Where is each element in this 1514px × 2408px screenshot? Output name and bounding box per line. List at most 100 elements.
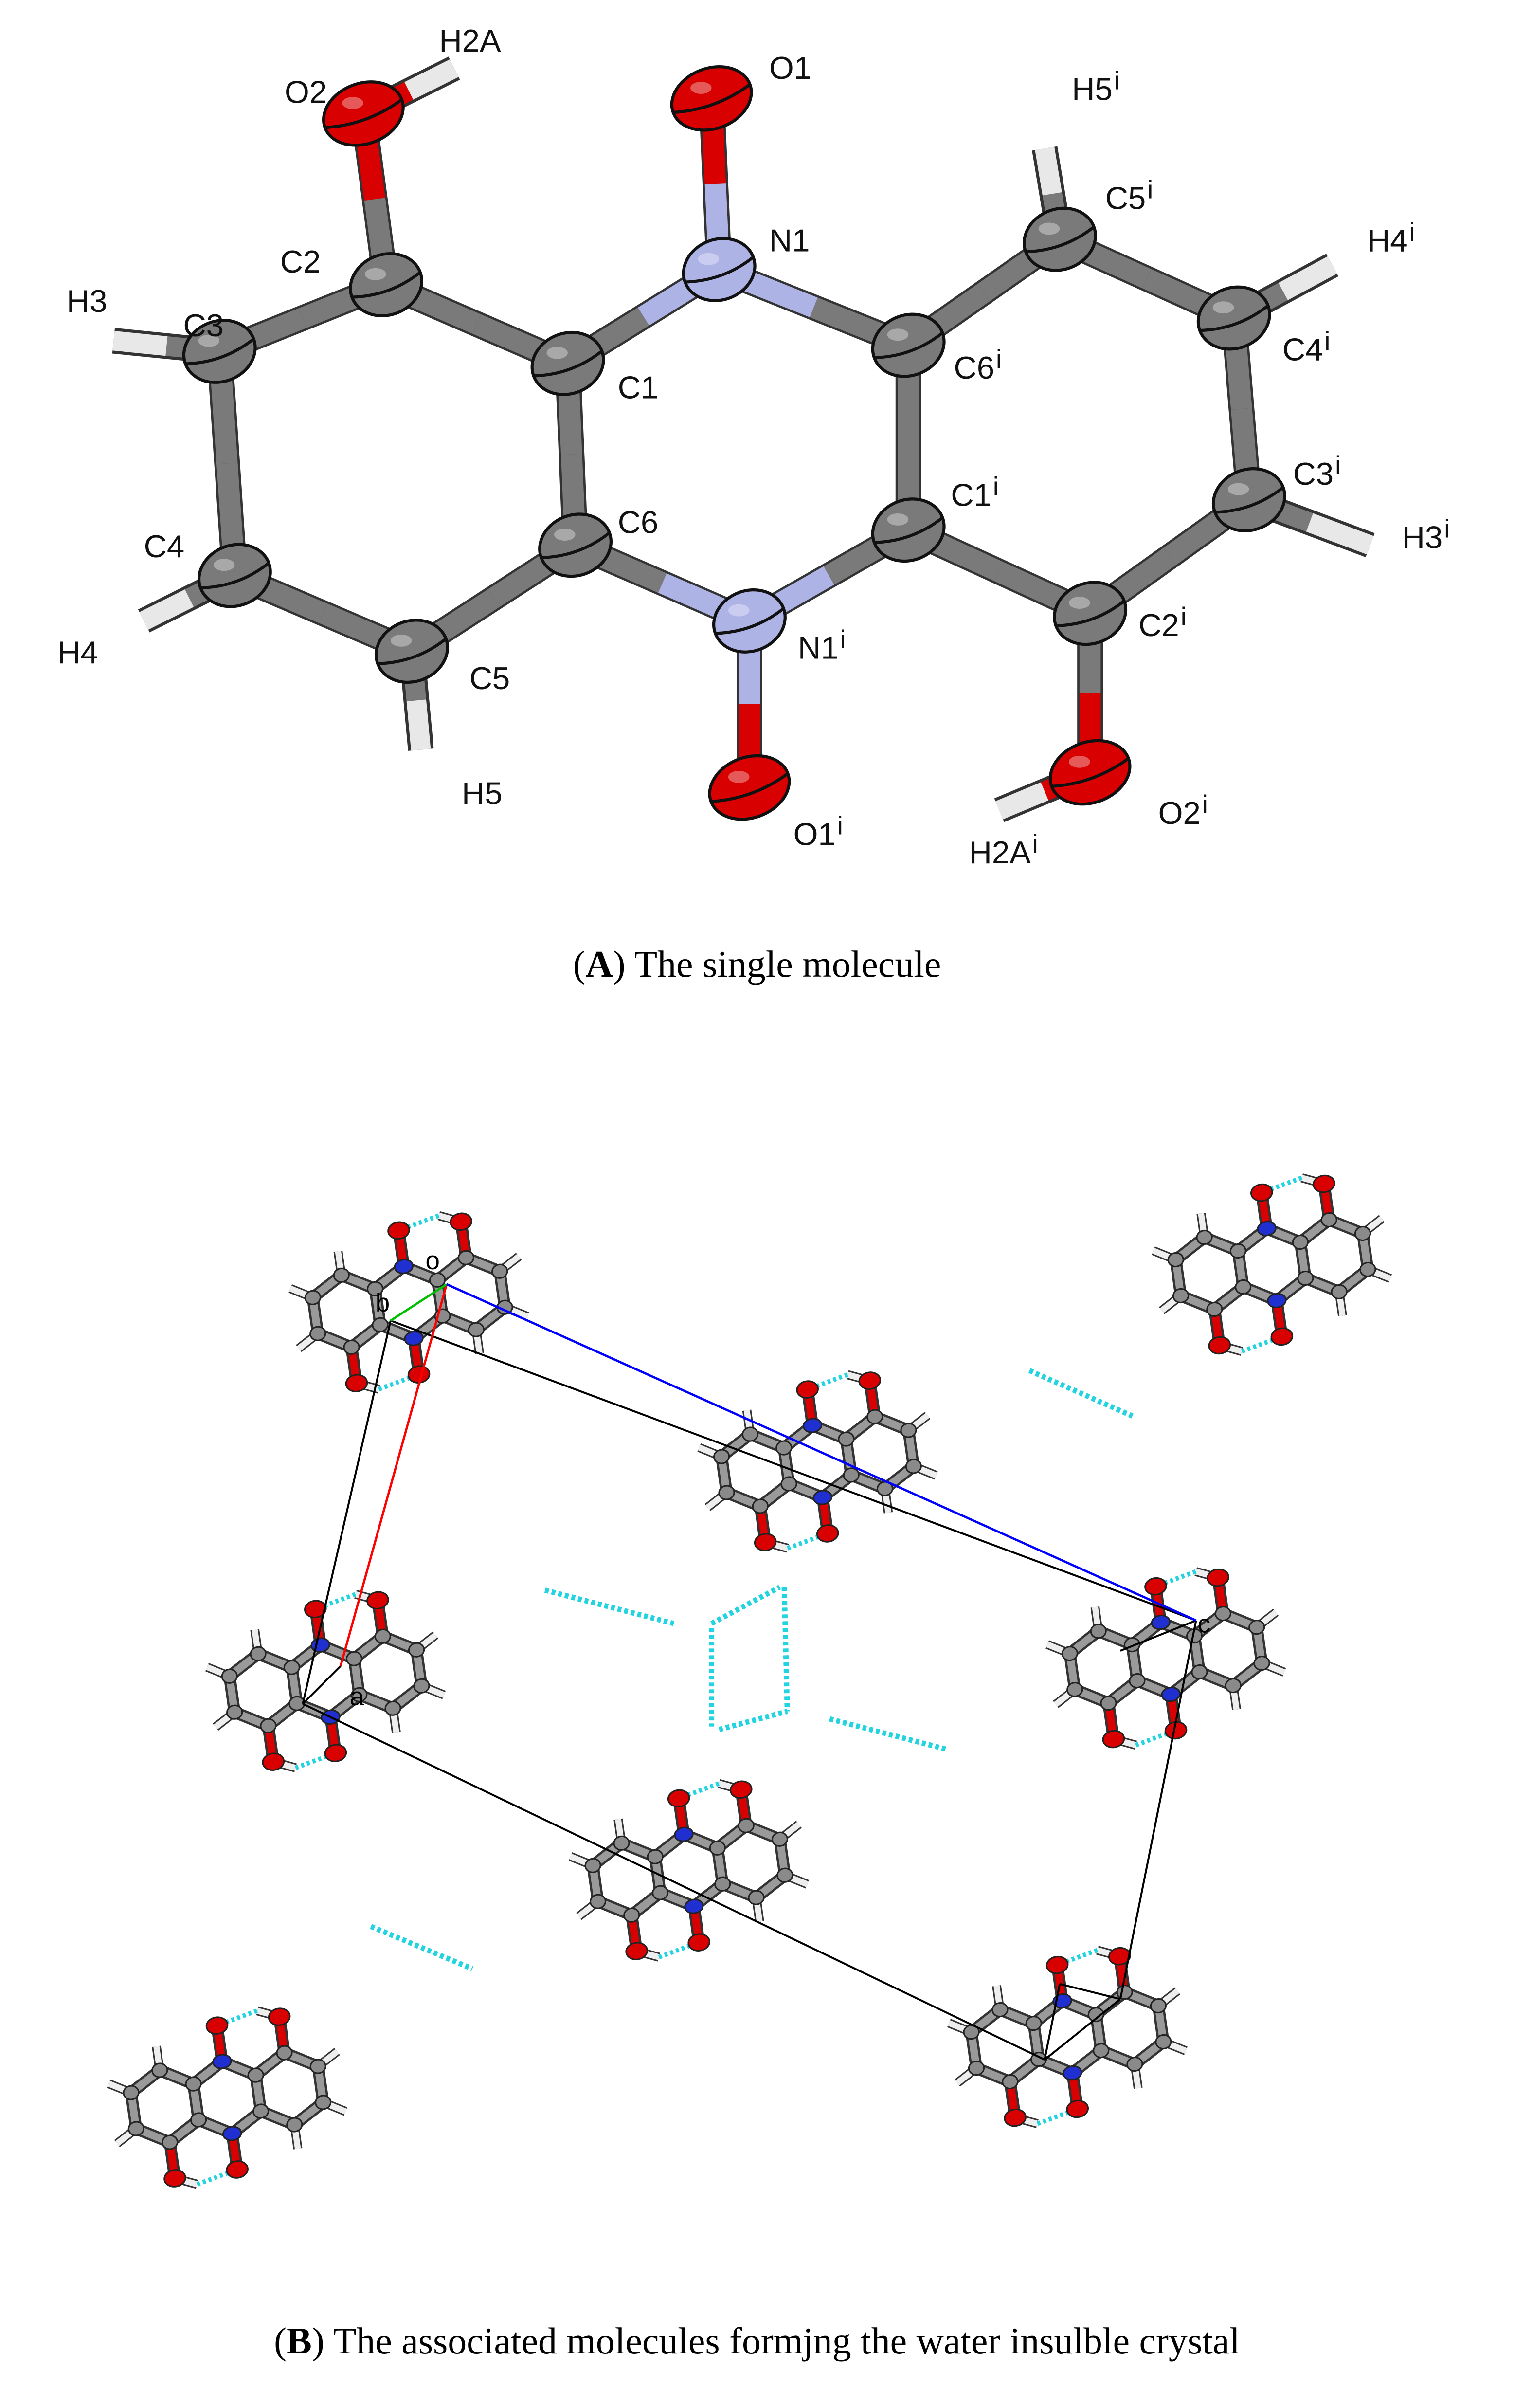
atom-label-H2A: H2A <box>439 23 501 58</box>
atom-highlight <box>554 529 576 541</box>
carbon-atom <box>1297 1270 1314 1286</box>
carbon-atom <box>1100 1695 1117 1711</box>
caption-b: (B) The associated molecules formjng the… <box>274 2320 1240 2362</box>
nitrogen-atom <box>222 2126 242 2141</box>
atom-label-C6: C6 <box>618 504 659 540</box>
ellipsoid-equator <box>541 531 611 559</box>
atom-label-C2: C2 <box>280 244 321 279</box>
crystal-molecule-0 <box>288 1211 529 1394</box>
oxygen-atom <box>366 1591 389 1610</box>
carbon-atom <box>838 1431 855 1447</box>
bond-half <box>406 699 431 751</box>
carbon-atom <box>1229 1243 1246 1259</box>
atom-C1i <box>871 497 946 563</box>
hydrogen-bond <box>1241 1334 1283 1354</box>
carbon-atom <box>709 1840 726 1856</box>
carbon-atom <box>333 1267 350 1283</box>
atom-highlight <box>1227 483 1249 495</box>
oxygen-atom <box>667 1789 690 1808</box>
atom-label-base: H4 <box>1367 223 1408 258</box>
ellipsoid-equator <box>1051 757 1130 788</box>
oxygen-atom <box>324 1744 347 1762</box>
crystal-molecule-5 <box>568 1779 809 1962</box>
nitrogen-atom <box>1161 1686 1181 1702</box>
intermolecular-hydrogen-bond <box>370 1924 474 1971</box>
ellipsoid-equator <box>533 349 603 378</box>
carbon-atom <box>384 1700 401 1716</box>
atom-label-base: C5 <box>469 660 510 696</box>
carbon-atom <box>127 2121 144 2136</box>
atom-label-base: O2 <box>1158 795 1201 831</box>
caption-b-text: The associated molecules formjng the wat… <box>324 2320 1240 2362</box>
bond-half <box>1035 146 1062 196</box>
carbon-atom <box>741 1426 759 1442</box>
ellipsoid-equator <box>1056 600 1125 627</box>
atom-label-base: O1 <box>769 50 811 86</box>
atom-label-base: C1 <box>618 369 659 405</box>
atom-label-N1: N1 <box>769 223 810 258</box>
unit-cell-edge <box>1044 1984 1061 2060</box>
ellipsoid-equator <box>715 607 785 635</box>
atom-label-superscript: i <box>1409 218 1415 247</box>
atom-label-superscript: i <box>837 812 843 840</box>
ellipsoid-equator <box>1199 304 1269 332</box>
caption-a: (A) The single molecule <box>573 943 941 985</box>
atom-O2i <box>1048 739 1132 806</box>
oxygen-atom <box>262 1752 285 1771</box>
nitrogen-atom <box>394 1259 414 1274</box>
atom-label-base: H5 <box>462 775 503 811</box>
carbon-atom <box>185 2076 202 2092</box>
bond-half <box>112 331 168 356</box>
crystal-molecule-1 <box>1152 1173 1392 1356</box>
carbon-atom <box>866 1409 883 1424</box>
carbon-atom <box>1090 1624 1107 1639</box>
atom-C2i <box>1053 581 1128 646</box>
crystal-molecule-4 <box>1045 1567 1286 1750</box>
oxygen-atom <box>730 1780 753 1799</box>
crystal-molecule-6 <box>107 2006 347 2189</box>
oxygen-atom <box>226 2160 249 2179</box>
atom-label-O2: O2 <box>285 74 327 110</box>
axis-a-line <box>339 1284 448 1666</box>
cell-label-b: b <box>376 1289 390 1317</box>
oxygen-atom <box>205 2016 229 2035</box>
oxygen-atom <box>1144 1577 1167 1596</box>
carbon-atom <box>968 2060 985 2076</box>
atom-ellipsoid <box>1048 739 1132 806</box>
unit-cell-edge <box>1119 1620 1197 2000</box>
atom-label-base: C6 <box>954 350 995 385</box>
atom-O2 <box>322 80 405 147</box>
atom-label-base: O2 <box>285 74 327 110</box>
caption-a-letter: A <box>586 943 613 985</box>
carbon-atom <box>647 1849 664 1864</box>
atom-label-base: C2 <box>280 244 321 279</box>
carbon-atom <box>1292 1234 1309 1250</box>
carbon-atom <box>226 1704 243 1720</box>
intermolecular-hydrogen-bond <box>1028 1368 1134 1419</box>
atom-highlight <box>698 253 720 265</box>
carbon-atom <box>752 1498 769 1514</box>
carbon-atom <box>250 1646 267 1661</box>
intermolecular-hydrogen-bond <box>710 1585 781 1626</box>
carbon-atom <box>1359 1261 1376 1277</box>
carbon-atom <box>491 1263 508 1279</box>
atom-ellipsoid <box>1211 467 1286 532</box>
carbon-atom <box>714 1876 731 1892</box>
oxygen-atom <box>625 1942 648 1960</box>
ellipsoid-equator <box>1026 225 1095 254</box>
atom-C4i <box>1196 285 1271 351</box>
oxygen-atom <box>687 1933 711 1952</box>
unit-cell-edge <box>302 1665 342 1705</box>
atom-label-base: H3 <box>1402 520 1443 555</box>
atom-ellipsoid <box>712 588 787 654</box>
carbon-atom <box>1025 2016 1042 2031</box>
carbon-atom <box>315 2095 332 2110</box>
oxygen-atom <box>163 2169 186 2188</box>
oxygen-atom <box>387 1221 410 1240</box>
